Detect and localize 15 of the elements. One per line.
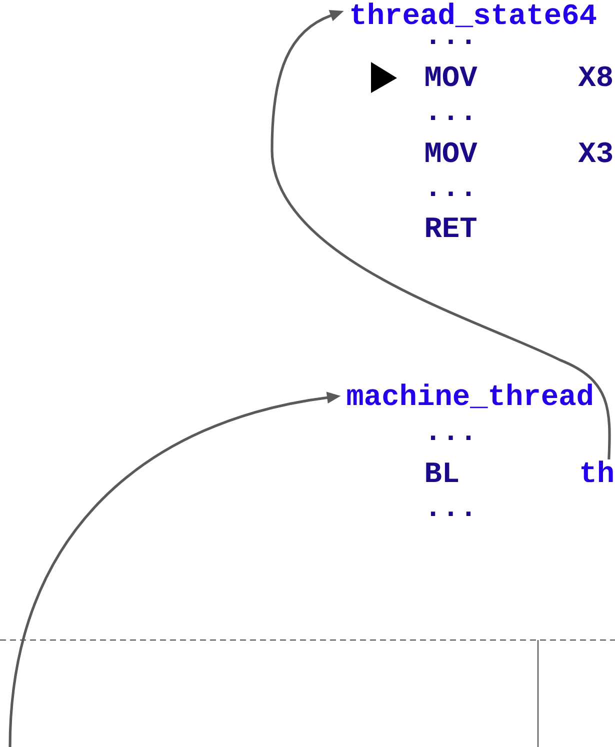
instruction-text: RET	[426, 218, 476, 237]
ellipsis: ...	[430, 436, 471, 440]
ellipsis: ...	[430, 116, 471, 120]
ellipsis: ...	[430, 512, 471, 516]
ellipsis: ...	[430, 40, 471, 44]
instruction-text: MOV	[426, 142, 478, 162]
instruction-text: BL	[426, 462, 458, 482]
instruction-text: X3	[578, 142, 612, 162]
ellipsis: ...	[430, 192, 471, 196]
instruction-text: MOV	[426, 66, 478, 86]
arrow	[270, 10, 611, 460]
call-target-text: th	[582, 460, 613, 482]
function-name: thread_state64	[352, 2, 596, 28]
function-name: machine_thread	[347, 384, 592, 408]
instruction-text: X8	[578, 66, 612, 86]
